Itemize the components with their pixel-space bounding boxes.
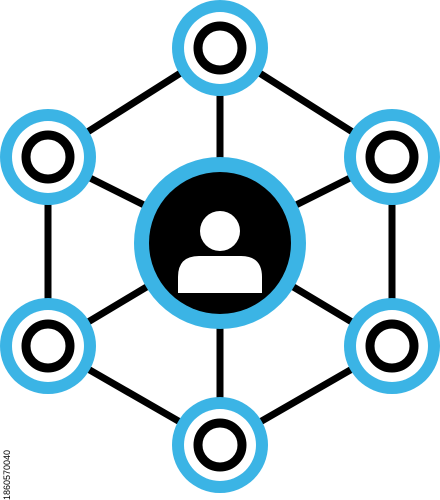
user-icon	[178, 211, 262, 293]
user-icon-body	[178, 256, 262, 293]
satellite-node-top	[172, 0, 268, 96]
ring-node-icon	[193, 418, 247, 472]
satellite-node-upper-right	[344, 109, 440, 205]
ring-node-icon	[21, 319, 75, 373]
satellite-node-lower-left	[0, 298, 96, 394]
stock-id-watermark: 1860570040	[2, 449, 12, 500]
ring-node-icon	[193, 21, 247, 75]
ring-node-icon	[21, 130, 75, 184]
ring-node-icon	[365, 130, 419, 184]
satellite-node-bottom	[172, 397, 268, 493]
ring-node-icon	[365, 319, 419, 373]
satellite-node-upper-left	[0, 109, 96, 205]
user-icon-head	[200, 211, 240, 251]
satellite-node-lower-right	[344, 298, 440, 394]
center-node	[134, 157, 306, 329]
